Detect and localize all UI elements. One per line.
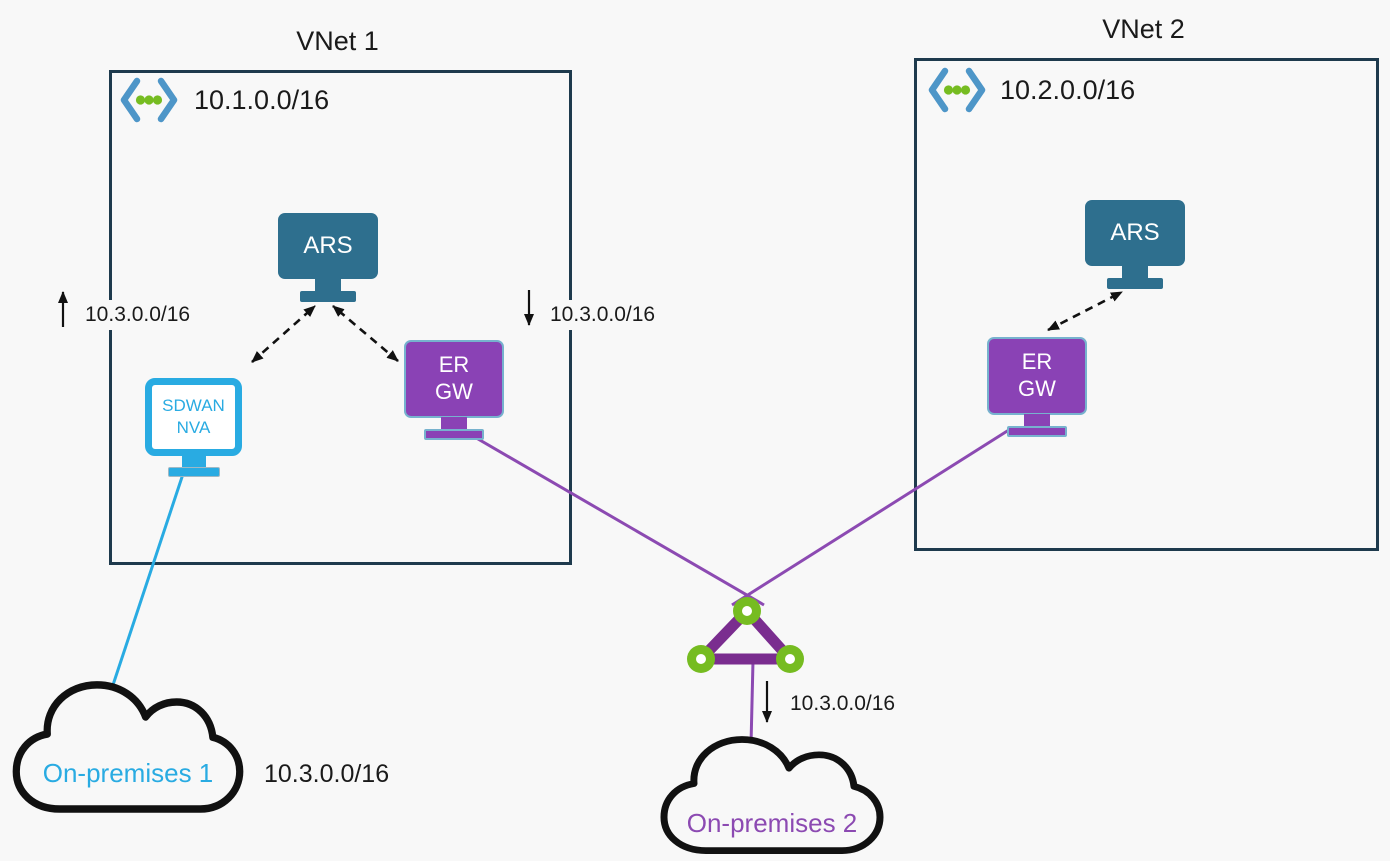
route-label-vnet1-right: 10.3.0.0/16 <box>544 300 662 330</box>
ergw-monitor-vnet1: ER GW <box>404 340 504 440</box>
ars1-ergw1-bgp-arrow <box>332 305 399 362</box>
sdwan-to-onprem1-link <box>106 470 186 701</box>
ergw2-stand-neck <box>1024 414 1050 426</box>
ars2-stand-neck <box>1122 265 1148 278</box>
ars1-screen: ARS <box>278 213 378 279</box>
ars1-label: ARS <box>303 232 353 259</box>
sdwan-screen: SDWAN NVA <box>145 378 242 456</box>
ergw2-screen: ER GW <box>987 337 1087 415</box>
expressroute-circuit-icon <box>687 597 804 673</box>
vnet2-cidr: 10.2.0.0/16 <box>1000 75 1136 105</box>
ars2-ergw2-bgp-arrow <box>1047 290 1123 332</box>
ergw1-label-line2: GW <box>435 379 473 404</box>
ergw2-stand-base <box>1007 426 1067 437</box>
onprem1-cloud-icon <box>12 681 244 813</box>
sdwan-stand-neck <box>181 455 206 467</box>
ars2-label: ARS <box>1110 219 1160 246</box>
onprem2-label: On-premises 2 <box>686 808 858 838</box>
ergw1-label-line1: ER <box>438 352 470 378</box>
sdwan-label-line1: SDWAN <box>162 395 225 415</box>
sdwan-nva-monitor: SDWAN NVA <box>145 378 242 477</box>
ergw1-stand-base <box>424 429 484 440</box>
ergw2-label-line2: GW <box>1018 376 1056 401</box>
vnet2-box <box>914 58 1379 551</box>
ergw-monitor-vnet2: ER GW <box>987 337 1087 437</box>
ars-monitor-vnet1: ARS <box>278 213 378 302</box>
ars1-stand-base <box>300 291 356 302</box>
ergw2-to-circuit-link <box>731 426 1013 607</box>
ars-monitor-vnet2: ARS <box>1085 200 1185 289</box>
sdwan-label-line2: NVA <box>176 418 211 437</box>
vnet1-cidr: 10.1.0.0/16 <box>194 85 330 115</box>
vnet1-title: VNet 1 <box>296 26 379 56</box>
ars2-screen: ARS <box>1085 200 1185 266</box>
onprem1-label: On-premises 1 <box>42 758 214 788</box>
route-label-vnet1-left: 10.3.0.0/16 <box>79 300 197 330</box>
sdwan-stand-base <box>167 467 220 477</box>
ergw2-label-line1: ER <box>1021 349 1053 375</box>
ergw1-stand-neck <box>441 417 467 429</box>
circuit-to-onprem2-link <box>749 660 755 746</box>
ars1-sdwan-bgp-arrow <box>251 305 316 363</box>
vnet-icon-vnet2 <box>928 67 986 113</box>
vnet-icon-vnet1 <box>120 77 178 123</box>
vnet2-title: VNet 2 <box>1102 14 1185 44</box>
ergw1-to-circuit-link <box>465 430 765 607</box>
onprem2-cloud-icon <box>660 736 884 854</box>
onprem1-cidr: 10.3.0.0/16 <box>264 760 390 788</box>
ergw1-screen: ER GW <box>404 340 504 418</box>
ars2-stand-base <box>1107 278 1163 289</box>
ars1-stand-neck <box>315 278 341 291</box>
route-label-onprem2: 10.3.0.0/16 <box>784 689 902 719</box>
